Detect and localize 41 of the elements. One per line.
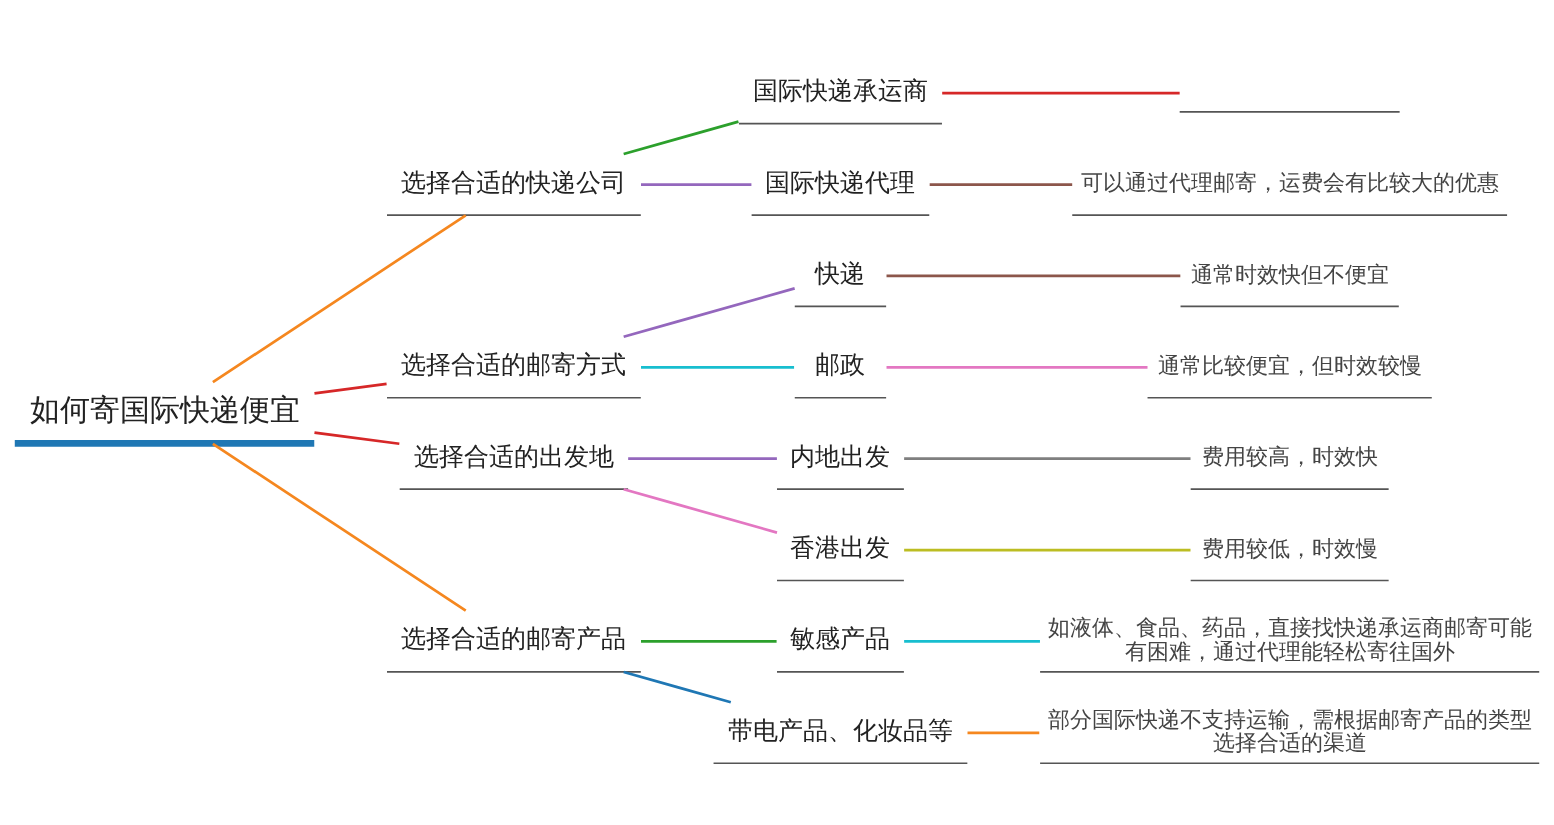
node-text: 选择合适的邮寄产品 — [401, 622, 627, 653]
node-text: 国际快递代理 — [765, 166, 916, 197]
node-text: 通常时效快但不便宜 — [1190, 261, 1389, 287]
connector — [623, 670, 732, 704]
node-text: 通常比较便宜，但时效较慢 — [1157, 352, 1422, 378]
node-text: 国际快递承运商 — [752, 74, 928, 105]
node-text: 费用较高，时效快 — [1201, 443, 1378, 469]
node-text: 选择合适的出发地 — [413, 440, 614, 471]
connector — [314, 430, 400, 445]
connector — [929, 182, 1073, 186]
node-bar — [1178, 110, 1401, 113]
node-text: 带电产品、化妆品等 — [727, 714, 953, 745]
node-text: 如何寄国际快递便宜 — [29, 391, 300, 427]
connector — [641, 639, 777, 643]
connector — [886, 365, 1148, 369]
node-text: 邮政 — [815, 348, 866, 379]
connector — [314, 382, 387, 395]
connector — [641, 365, 795, 369]
node-text: 费用较低，时效慢 — [1201, 535, 1378, 561]
node-text: 快递 — [815, 257, 866, 288]
connector — [886, 274, 1181, 277]
node-text: 敏感产品 — [790, 622, 891, 653]
node-text: 内地出发 — [790, 440, 891, 471]
node-text: 部分国际快递不支持运输，需根据邮寄产品的类型选择合适的渠道 — [1047, 706, 1532, 755]
connector — [641, 182, 752, 186]
connector — [904, 639, 1040, 643]
node-text: 选择合适的邮寄方式 — [401, 348, 627, 379]
connector — [623, 119, 739, 155]
connector — [967, 730, 1040, 734]
connector — [628, 456, 777, 460]
connector — [904, 548, 1191, 551]
connector — [623, 286, 796, 338]
connector — [212, 442, 467, 612]
node-text: 可以通过代理邮寄，运费会有比较大的优惠 — [1080, 169, 1499, 195]
node-text: 选择合适的快递公司 — [401, 166, 627, 197]
connector — [942, 91, 1180, 95]
node-text: 香港出发 — [790, 531, 891, 562]
connector — [212, 213, 467, 383]
connector — [904, 456, 1191, 460]
node-text: 如液体、食品、药品，直接找快递承运商邮寄可能有困难，通过代理能轻松寄往国外 — [1047, 614, 1532, 664]
connector — [623, 487, 778, 534]
